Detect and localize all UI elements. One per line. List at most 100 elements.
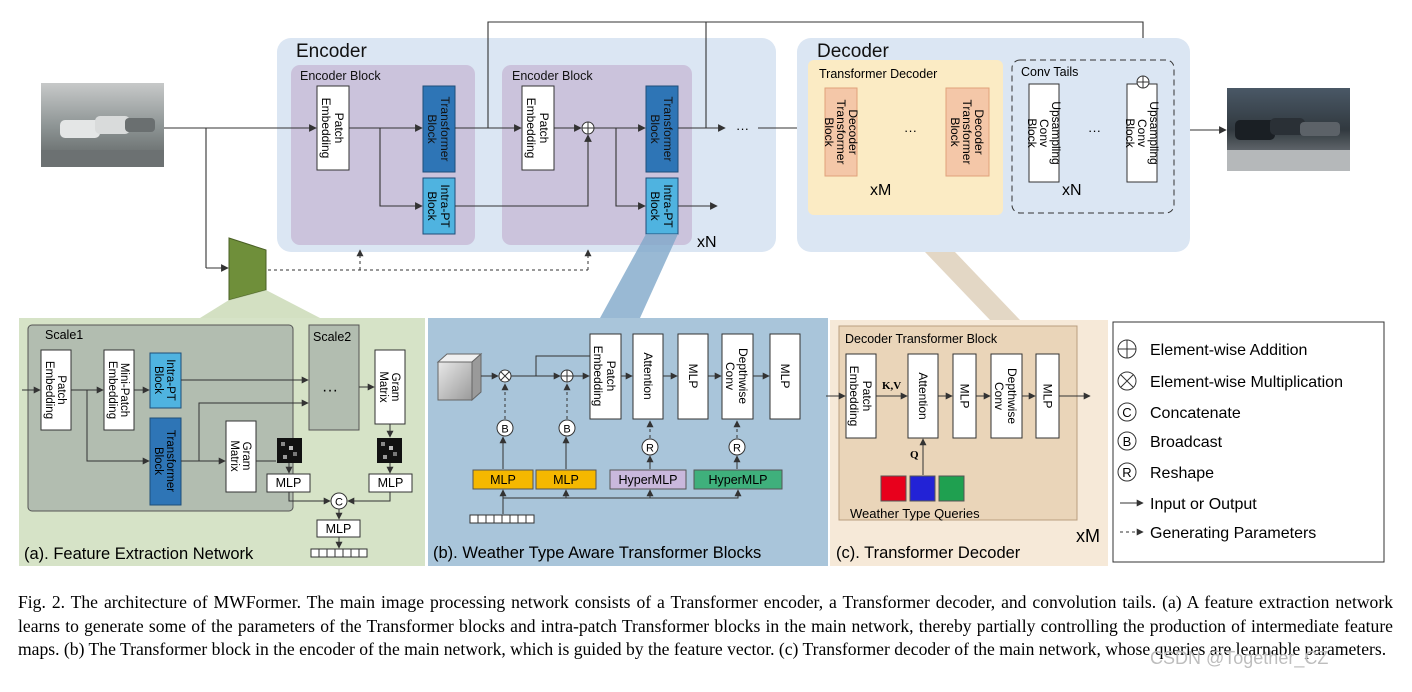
weather-query-red: [880, 475, 907, 502]
panel-a-mlp-2-label: MLP: [378, 476, 404, 490]
panel-c-patch-embedding: [845, 353, 877, 439]
decoder-transformer-block-2-label: DecoderTransformerBlock: [948, 100, 986, 165]
panel-a-patch-embedding-label: PatchEmbedding: [43, 361, 67, 419]
panel-b-mlp-yellow-1-label: MLP: [490, 473, 516, 487]
encoder-intra-pt-block-1: [422, 177, 456, 235]
reshape-symbol-2-label: R: [733, 443, 741, 455]
weather-query-blue: [909, 475, 936, 502]
weather-type-queries-label: Weather Type Queries: [850, 506, 980, 521]
decoder-title: Decoder: [817, 41, 889, 62]
panel-b-mlp-2: [769, 333, 801, 420]
svg-text:Element-wise Addition: Element-wise Addition: [1150, 342, 1307, 359]
panel-b-mlp-yellow-1: [472, 469, 534, 490]
encoder-patch-embedding-2: [521, 85, 555, 171]
panel-a-ellipsis: ···: [322, 382, 338, 399]
encoder-ellipsis: ···: [736, 121, 749, 136]
parameter-generation-arrows: [268, 249, 592, 271]
panel-a-gram-matrix-2-label: GramMatrix: [377, 371, 401, 403]
legend-input-output: Input or Output: [1120, 496, 1257, 513]
panel-b-mlp-yellow-2: [535, 469, 597, 490]
encoder-transformer-block-1-label: TransformerBlock: [425, 97, 452, 162]
panel-a-scale1-label: Scale1: [45, 328, 83, 342]
watermark: CSDN @Together_CZ: [1150, 648, 1329, 668]
panel-b-attention-label: Attention: [641, 352, 655, 399]
encoder-transformer-block-1: [422, 85, 456, 173]
decoder-transformer-block-2: [945, 87, 990, 177]
panel-b-depthwise-conv: [721, 333, 754, 420]
legend-multiplication: Element-wise Multiplication: [1117, 371, 1343, 391]
panel-c-title: Decoder Transformer Block: [845, 332, 998, 346]
reshape-symbol-2: [728, 438, 746, 456]
gram-matrix-thumbnail-1: [277, 438, 302, 463]
panel-b-hypermlp-2: [693, 469, 783, 490]
encoder-intra-pt-block-1-label: Intra-PTBlock: [425, 184, 452, 228]
figure-caption: Fig. 2. The architecture of MWFormer. Th…: [18, 592, 1393, 659]
panel-b-hypermlp-2-label: HyperMLP: [708, 473, 767, 487]
svg-text:Concatenate: Concatenate: [1150, 405, 1241, 422]
decoder-transformer-block-1-label: DecoderTransformerBlock: [822, 100, 860, 165]
panel-a-gram-matrix-2: [374, 349, 406, 425]
legend-reshape: R Reshape: [1117, 462, 1214, 482]
broadcast-symbol-2: [558, 419, 576, 437]
encoder-transformer-block-2-label: TransformerBlock: [648, 97, 675, 162]
encoder-title: Encoder: [296, 41, 367, 62]
concat-symbol-label: C: [335, 497, 343, 509]
panel-a-feature-vector: [310, 548, 368, 558]
encoder-intra-pt-block-2-label: Intra-PTBlock: [648, 184, 675, 228]
panel-a-intra-pt-block: [149, 352, 182, 409]
gram-matrix-thumbnail-2: [377, 438, 402, 463]
broadcast-symbol-1: [496, 419, 514, 437]
panel-b-attention: [632, 333, 664, 420]
panel-c-mlp-1-label: MLP: [958, 384, 972, 409]
svg-text:B: B: [1123, 434, 1132, 449]
conv-tails-label: Conv Tails: [1021, 65, 1078, 79]
panel-a-mini-patch-embedding-label: Mini-PatchEmbedding: [106, 361, 130, 419]
panel-b-mlp-1-label: MLP: [686, 364, 700, 389]
panel-b-depthwise-conv-label: DepthwiseConv: [723, 348, 750, 404]
panel-a-scale2-box: [308, 324, 360, 431]
svg-text:Generating Parameters: Generating Parameters: [1150, 525, 1316, 542]
encoder-repeat-count: xN: [697, 234, 717, 251]
decoder-ellipsis: ···: [904, 123, 917, 138]
panel-a-scale2-label: Scale2: [313, 330, 351, 344]
feature-map-cube: [436, 352, 483, 402]
upsampling-conv-block-2-label: UpsamplingConvBlock: [1123, 101, 1161, 164]
panel-b-hypermlp-1: [609, 469, 687, 490]
decoder-transformer-block-1: [824, 87, 858, 177]
svg-text:R: R: [1122, 465, 1131, 480]
panel-c-depthwise-conv-label: DepthwiseConv: [992, 368, 1019, 424]
broadcast-symbol-1-label: B: [501, 424, 508, 436]
encoder-intra-pt-block-2: [645, 177, 679, 235]
panel-a-gram-matrix-1-label: GramMatrix: [228, 440, 252, 472]
reshape-symbol-1-label: R: [646, 443, 654, 455]
reshape-symbol-1: [641, 438, 659, 456]
panel-b: [428, 318, 828, 566]
panel-c-attention: [907, 353, 939, 439]
legend-broadcast: B Broadcast: [1117, 431, 1223, 451]
svg-text:Element-wise Multiplication: Element-wise Multiplication: [1150, 374, 1343, 391]
architecture-diagram: Encoder Encoder Block Encoder Block Patc…: [19, 21, 1385, 566]
broadcast-symbol-2-label: B: [563, 424, 570, 436]
conv-tails-repeat-count: xN: [1062, 182, 1082, 199]
input-rainy-image: [41, 83, 164, 167]
transformer-decoder-label: Transformer Decoder: [819, 67, 937, 81]
panel-a-caption: (a). Feature Extraction Network: [24, 545, 254, 563]
encoder-transformer-block-2: [645, 85, 679, 173]
panel-b-mlp-yellow-2-label: MLP: [553, 473, 579, 487]
panel-b-feature-vector: [469, 514, 535, 524]
feature-extraction-network-icon: [228, 237, 267, 301]
zoom-wedge-a: [200, 290, 320, 318]
encoder-patch-embedding-1: [316, 85, 350, 171]
upsampling-conv-block-1: [1028, 83, 1060, 183]
legend-concatenate: C Concatenate: [1117, 402, 1241, 422]
panel-c-attention-label: Attention: [916, 372, 930, 419]
svg-text:Reshape: Reshape: [1150, 465, 1214, 482]
output-clean-image: [1227, 88, 1350, 171]
panel-a-transformer-block-label: TransformerBlock: [152, 430, 176, 492]
legend-generating-parameters: Generating Parameters: [1120, 525, 1316, 542]
encoder-block-1-label: Encoder Block: [300, 69, 381, 83]
svg-text:Broadcast: Broadcast: [1150, 434, 1223, 451]
weather-query-green: [938, 475, 965, 502]
panel-b-dashed-arrows: [501, 383, 741, 438]
panel-a-mlp-3-label: MLP: [326, 522, 352, 536]
